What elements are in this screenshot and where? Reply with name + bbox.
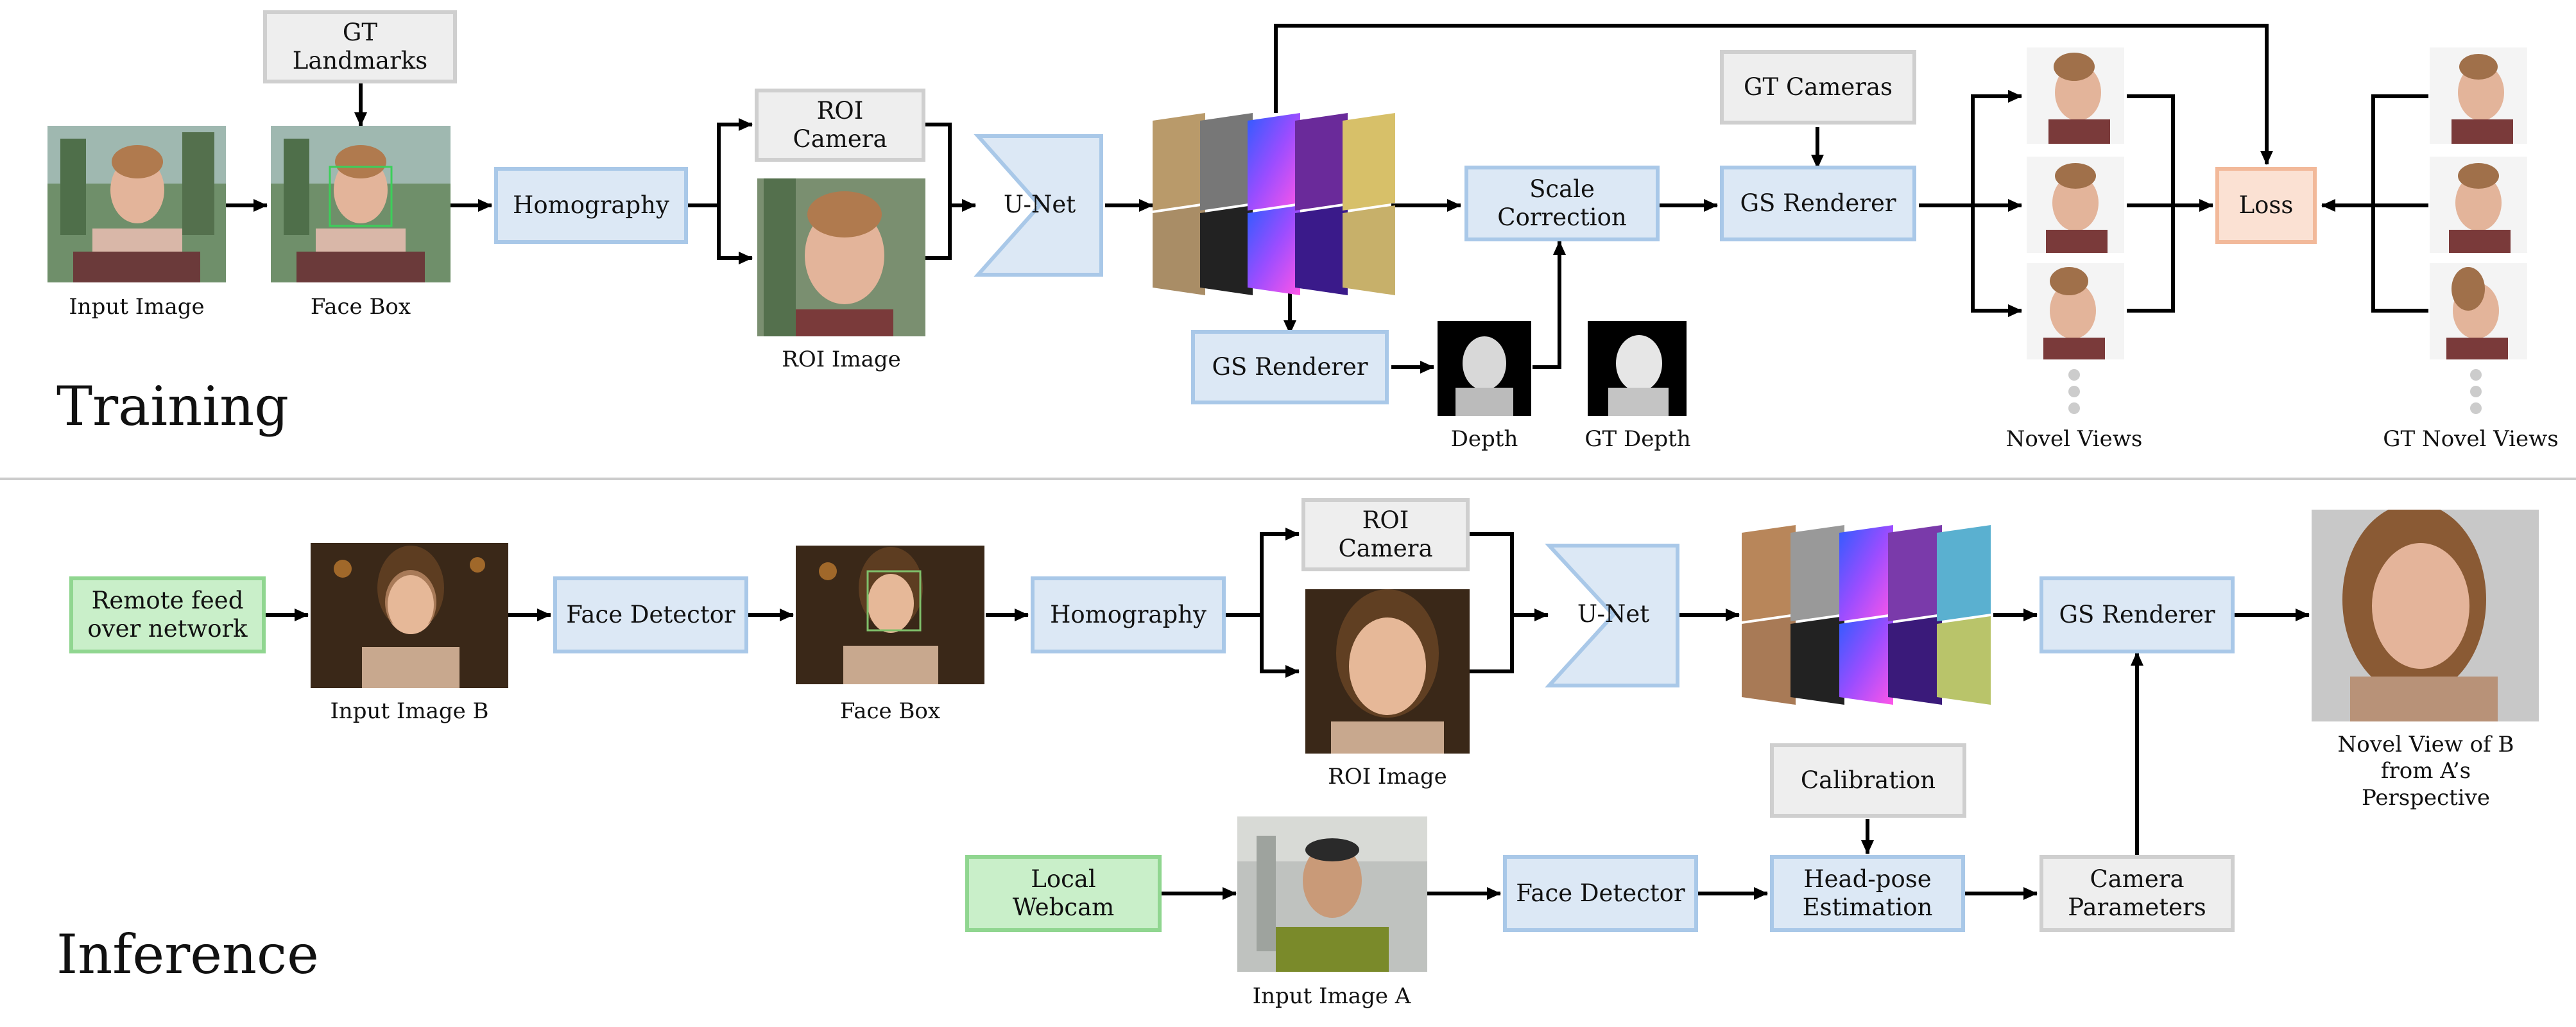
- arrow-homography-to-roi-image: [717, 205, 753, 264]
- depth-photo: [1438, 321, 1531, 416]
- arrow-homography-to-roi-camera: [688, 118, 753, 207]
- arrow-gtdepth-to-scale: [1533, 241, 1566, 369]
- roi-camera-box: ROI Camera: [755, 89, 925, 162]
- novel-view-2: [2027, 157, 2124, 253]
- face-box-label: Face Box: [310, 294, 411, 320]
- calibration-box: Calibration: [1770, 743, 1966, 818]
- remote-feed-box: Remote feed over network: [69, 576, 266, 653]
- homography-inf-box: Homography: [1031, 576, 1226, 653]
- loss-box: Loss: [2215, 167, 2317, 244]
- scale-correction-box: Scale Correction: [1464, 166, 1660, 241]
- unet-label-training: U-Net: [1003, 191, 1076, 218]
- gt-landmarks-box: GT Landmarks: [263, 10, 457, 83]
- head-pose-box: Head-pose Estimation: [1770, 855, 1965, 932]
- input-image-a-label: Input Image A: [1252, 983, 1411, 1009]
- gt-novel-view-2: [2430, 157, 2527, 253]
- arrow-roi-to-unet-inf: [1470, 532, 1548, 673]
- arrow-views-to-loss: [2127, 94, 2213, 313]
- arrow-gsrender-to-view3: [1971, 205, 2022, 317]
- arrow-top-to-loss: [1274, 24, 2273, 165]
- inference-title: Inference: [56, 923, 319, 986]
- gt-cameras-box: GT Cameras: [1720, 50, 1916, 125]
- gaussian-maps-inference: [1742, 525, 1992, 705]
- roi-camera-inf-box: ROI Camera: [1301, 498, 1470, 571]
- gs-renderer-depth-box: GS Renderer: [1191, 330, 1389, 404]
- novel-view-1: [2027, 47, 2124, 144]
- gt-novel-view-3: [2430, 263, 2527, 359]
- roi-image-label: ROI Image: [782, 347, 901, 372]
- gt-depth-label: GT Depth: [1584, 426, 1691, 452]
- gs-renderer-inf-box: GS Renderer: [2039, 576, 2235, 653]
- unet-shape-training: [974, 134, 1103, 277]
- roi-image-inf-photo: [1305, 589, 1470, 754]
- roi-image-inf-label: ROI Image: [1328, 764, 1447, 790]
- face-detector-a-box: Face Detector: [1503, 855, 1698, 932]
- unet-label-inference: U-Net: [1577, 600, 1650, 628]
- arrow-homography-to-roi-image-inf: [1260, 615, 1300, 678]
- arrow-gsrender-to-view1: [1919, 90, 2022, 207]
- gaussian-maps-training: [1153, 113, 1396, 295]
- novel-views-label: Novel Views: [2005, 426, 2143, 452]
- input-image-label: Input Image: [69, 294, 205, 320]
- roi-image-photo: [757, 178, 925, 336]
- training-title: Training: [56, 375, 289, 438]
- novel-view-3: [2027, 263, 2124, 359]
- camera-parameters-box: Camera Parameters: [2039, 855, 2235, 932]
- novel-view-b-caption: Novel View of B from A’s Perspective: [2337, 732, 2514, 811]
- arrow-roi-to-unet: [925, 123, 975, 260]
- unet-shape-inference: [1545, 544, 1679, 687]
- homography-box: Homography: [494, 167, 688, 244]
- local-webcam-box: Local Webcam: [965, 855, 1162, 932]
- ellipsis-dots-novel-views: [2068, 369, 2482, 414]
- face-box-inf-label: Face Box: [839, 698, 941, 724]
- input-image-photo: [47, 126, 226, 282]
- face-detector-b-box: Face Detector: [553, 576, 748, 653]
- gt-novel-view-1: [2430, 47, 2527, 144]
- novel-view-b-photo: [2312, 510, 2539, 721]
- face-box-photo: [271, 126, 451, 282]
- depth-label: Depth: [1450, 426, 1518, 452]
- arrow-gt-views-to-loss: [2322, 94, 2428, 313]
- gt-novel-views-label: GT Novel Views: [2383, 426, 2559, 452]
- gs-renderer-box: GS Renderer: [1720, 166, 1916, 241]
- input-image-b-photo: [311, 543, 508, 688]
- input-image-b-label: Input Image B: [330, 698, 489, 724]
- arrow-homography-to-roi-camera-inf: [1226, 528, 1300, 617]
- gt-depth-photo: [1588, 321, 1687, 416]
- face-box-inf-photo: [796, 546, 984, 684]
- input-image-a-photo: [1237, 816, 1427, 972]
